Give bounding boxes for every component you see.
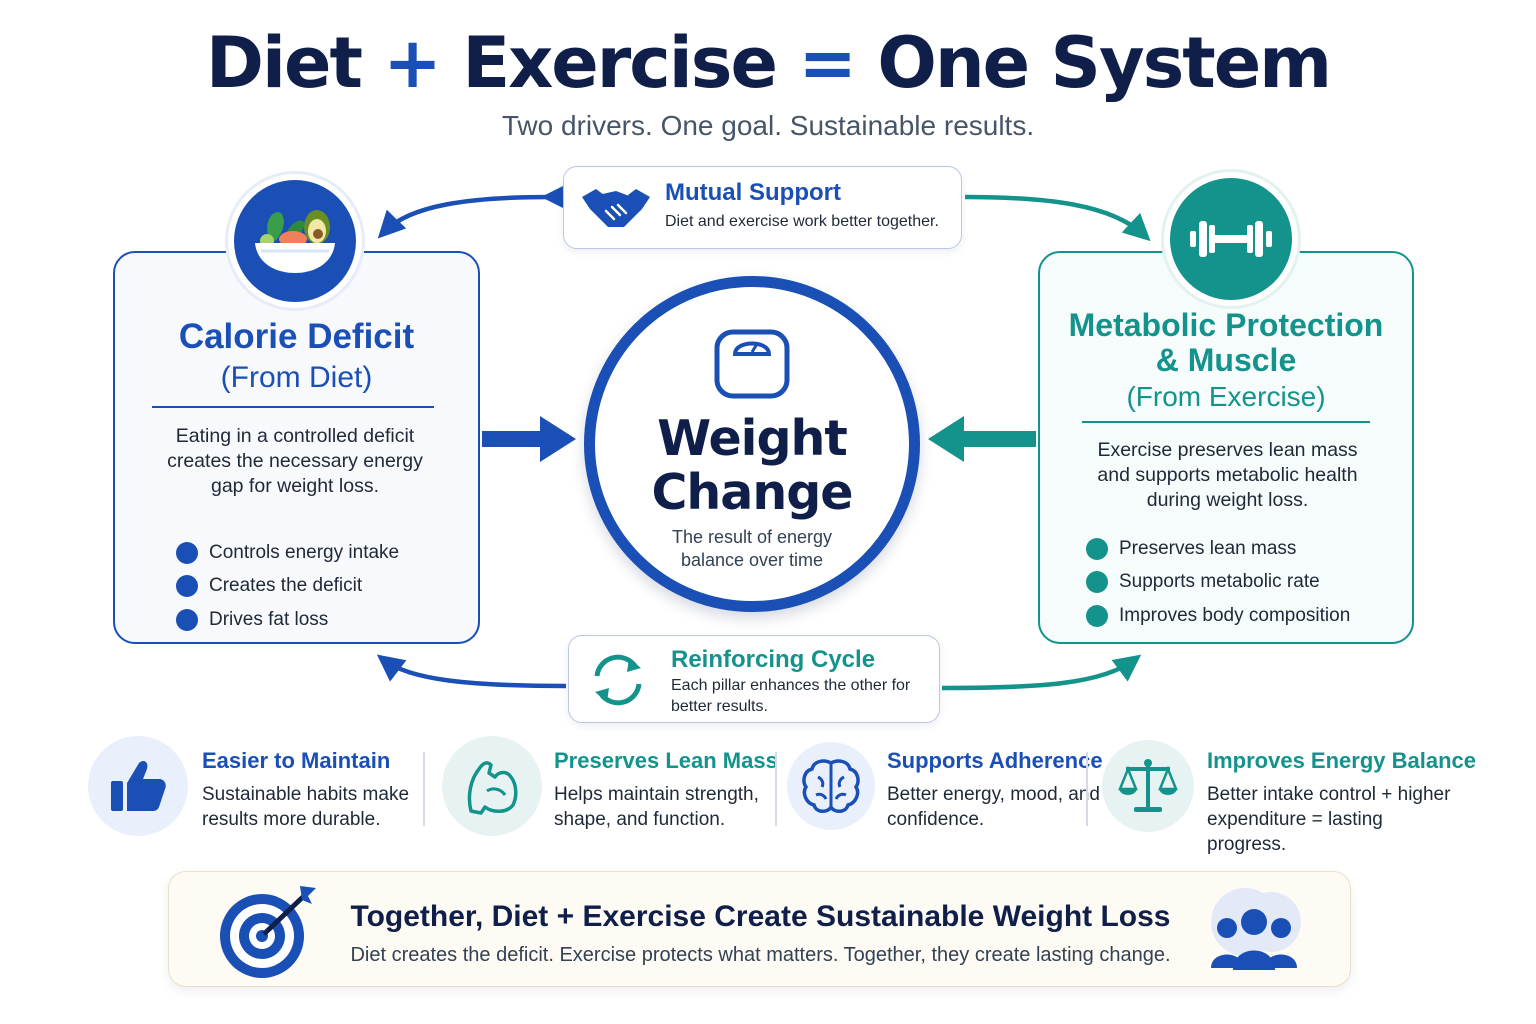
target-arrow-icon (220, 886, 316, 978)
benefit-improves-energy-balance: Improves Energy Balance Better intake co… (1102, 736, 1476, 855)
metabolic-protection-subtitle: (From Exercise) (1126, 381, 1326, 413)
metabolic-protection-heading: Metabolic Protection & Muscle (From Exer… (1038, 307, 1414, 413)
title-one-system: One System (877, 22, 1332, 104)
benefit-divider (423, 752, 425, 826)
arrow-exercise-to-center (928, 416, 1036, 462)
benefit-title: Improves Energy Balance (1207, 748, 1477, 773)
people-group-icon (1211, 888, 1301, 970)
benefit-text: Better intake control + higher expenditu… (1207, 784, 1451, 855)
benefit-title: Preserves Lean Mass (554, 748, 778, 773)
benefit-divider (775, 752, 777, 826)
benefit-supports-adherence: Supports Adherence Better energy, mood, … (787, 736, 1103, 836)
calorie-deficit-subtitle: (From Diet) (220, 360, 373, 394)
title-diet: Diet (205, 22, 363, 104)
check-circle-icon (176, 608, 198, 631)
benefit-title: Supports Adherence (887, 748, 1103, 773)
benefit-preserves-lean-mass: Preserves Lean Mass Helps maintain stren… (442, 736, 778, 836)
check-circle-icon (1086, 604, 1108, 627)
metabolic-protection-title-line2: & Muscle (1155, 342, 1297, 379)
dumbbell-icon (1164, 172, 1298, 306)
reinforcing-cycle-title: Reinforcing Cycle (671, 646, 876, 673)
right-divider (1082, 421, 1370, 423)
page-title: Diet + Exercise = One System (0, 22, 1536, 104)
list-item: Supports metabolic rate (1086, 566, 1350, 600)
metabolic-protection-title-line1: Metabolic Protection (1068, 307, 1384, 343)
weight-change-description: The result of energy balance over time (671, 527, 833, 570)
weight-change-title: Weight Change (651, 410, 853, 521)
title-plus: + (383, 22, 442, 104)
benefit-easier-to-maintain: Easier to Maintain Sustainable habits ma… (88, 736, 409, 836)
title-equals: = (798, 22, 857, 104)
mutual-support-title: Mutual Support (665, 179, 841, 206)
handshake-icon (582, 189, 650, 227)
brain-icon (787, 742, 875, 830)
left-divider (152, 406, 434, 408)
calorie-deficit-description: Eating in a controlled deficit creates t… (167, 425, 423, 497)
weight-change-ring (584, 276, 920, 612)
check-circle-icon (176, 541, 198, 564)
benefit-text: Helps maintain strength, shape, and func… (554, 784, 759, 830)
check-circle-icon (176, 575, 198, 598)
flexed-arm-icon (442, 736, 542, 836)
check-circle-icon (1086, 537, 1108, 560)
benefit-text: Sustainable habits make results more dur… (202, 784, 410, 830)
metabolic-protection-description: Exercise preserves lean mass and support… (1097, 439, 1358, 511)
arrow-bottom-left (376, 654, 567, 689)
metabolic-protection-checklist: Preserves lean mass Supports metabolic r… (1086, 532, 1350, 633)
summary-banner: Together, Diet + Exercise Create Sustain… (168, 871, 1351, 987)
title-exercise: Exercise (462, 22, 778, 104)
thumbs-up-icon (88, 736, 188, 836)
balance-scale-icon (1102, 740, 1194, 832)
summary-title: Together, Diet + Exercise Create Sustain… (350, 900, 1171, 933)
arrow-diet-to-center (482, 416, 576, 462)
calorie-deficit-checklist: Controls energy intake Creates the defic… (176, 536, 399, 637)
summary-text: Diet creates the deficit. Exercise prote… (350, 944, 1171, 966)
list-item: Preserves lean mass (1086, 532, 1350, 566)
bathroom-scale-icon (714, 329, 790, 399)
benefit-divider (1086, 752, 1088, 826)
calorie-deficit-heading: Calorie Deficit (From Diet) (113, 317, 480, 394)
benefit-title: Easier to Maintain (202, 748, 391, 773)
list-item: Controls energy intake (176, 536, 399, 570)
arrow-top-right (964, 194, 1151, 242)
list-item: Drives fat loss (176, 603, 399, 637)
check-circle-icon (1086, 571, 1108, 594)
salad-bowl-icon (228, 174, 362, 308)
mutual-support-text: Diet and exercise work better together. (665, 213, 939, 230)
list-item: Improves body composition (1086, 599, 1350, 633)
benefit-text: Better energy, mood, and confidence. (887, 784, 1100, 830)
page-subtitle: Two drivers. One goal. Sustainable resul… (501, 110, 1035, 141)
calorie-deficit-title: Calorie Deficit (178, 317, 415, 356)
reinforcing-cycle-callout: Reinforcing Cycle Each pillar enhances t… (568, 635, 940, 723)
refresh-cycle-icon (594, 654, 642, 706)
list-item: Creates the deficit (176, 570, 399, 604)
arrow-bottom-right (941, 654, 1142, 691)
arrow-top-left (377, 183, 569, 239)
mutual-support-callout: Mutual Support Diet and exercise work be… (563, 166, 962, 249)
reinforcing-cycle-text: Each pillar enhances the other for bette… (671, 677, 911, 715)
